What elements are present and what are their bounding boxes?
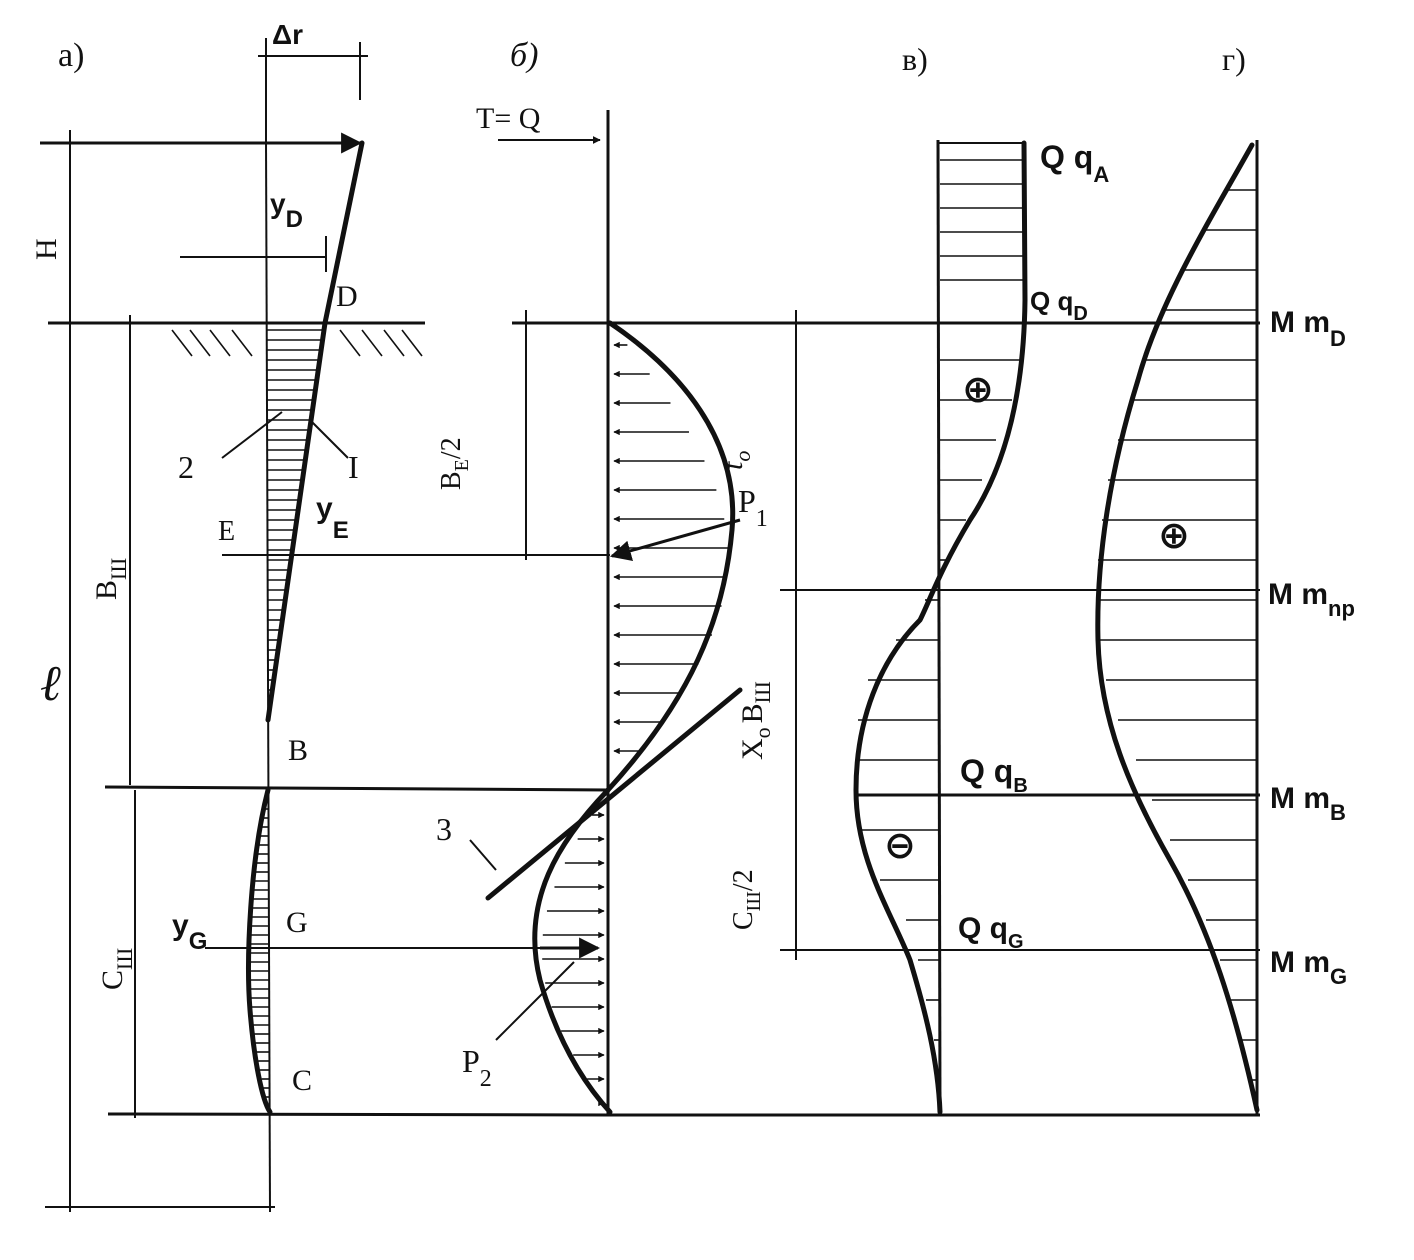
label-1: I xyxy=(348,449,359,485)
P1-label: P1 xyxy=(738,483,768,532)
panel-v-label: в) xyxy=(902,41,928,77)
moment-hatch xyxy=(1098,189,1257,1081)
T-eq-Q-label: T= Q xyxy=(476,102,541,135)
panel-b: б) T= Q BE/2 P1 3 P2 to XoBШ CШ/2 xyxy=(436,37,1260,1115)
H-label: H xyxy=(30,238,63,260)
deflection-line-lower xyxy=(246,787,273,1115)
leader-P2 xyxy=(495,961,575,1041)
shear-minus-sign: ⊖ xyxy=(884,825,916,867)
E-label: E xyxy=(218,516,235,547)
panel-a-label: а) xyxy=(58,37,84,74)
panel-a: а) Δr H yD D 2 I E xyxy=(30,19,611,1213)
shear-plus-sign: ⊕ xyxy=(962,369,994,411)
delta-r-label: Δr xyxy=(272,19,303,50)
MmB-label: M mB xyxy=(1270,782,1346,825)
pressure-curve-upper xyxy=(605,320,736,793)
C-label: C xyxy=(292,1064,312,1097)
yE-label: yE xyxy=(316,492,349,544)
shear-axis xyxy=(936,139,942,1116)
label-3: 3 xyxy=(436,811,452,847)
moment-curve xyxy=(1095,142,1260,1113)
Bsh-label: BШ xyxy=(90,558,131,600)
deflection-hatch-lower xyxy=(248,799,269,1107)
ground-hatch xyxy=(171,329,423,357)
panel-b-label: б) xyxy=(510,37,538,74)
Mmnp-label: M mnp xyxy=(1268,578,1355,621)
MmD-label: M mD xyxy=(1270,306,1346,351)
t0-label: to xyxy=(716,451,755,470)
B-level-line xyxy=(104,785,611,792)
leader-2 xyxy=(221,411,283,459)
QqG-label: Q qG xyxy=(958,912,1024,953)
Csh-label: CШ xyxy=(96,948,137,990)
P2-label: P2 xyxy=(462,1043,492,1092)
line-3 xyxy=(485,687,743,901)
pressure-curve-lower xyxy=(532,787,613,1115)
QqB-label: Q qB xyxy=(960,753,1028,797)
G-label: G xyxy=(286,906,308,939)
P1-resultant xyxy=(609,518,741,561)
deflection-hatch-upper xyxy=(266,329,324,701)
leader-1 xyxy=(309,419,349,459)
QqA-label: Q qA xyxy=(1040,139,1109,187)
pressure-arrows-lower xyxy=(542,811,605,1107)
shear-hatch xyxy=(856,159,1024,1081)
panel-g: г) M mD ⊕ M mnp M mB M mG xyxy=(1095,41,1355,1115)
moment-plus-sign: ⊕ xyxy=(1158,515,1190,557)
pressure-arrows-upper xyxy=(613,341,728,755)
MmG-label: M mG xyxy=(1270,946,1347,989)
label-2: 2 xyxy=(178,449,194,485)
B-label: B xyxy=(288,734,308,767)
panel-g-label: г) xyxy=(1222,41,1246,77)
D-label: D xyxy=(336,280,358,313)
leader-3 xyxy=(469,839,497,871)
C-half-label: CШ/2 xyxy=(728,869,765,930)
C-level-line xyxy=(107,1112,611,1117)
QqD-label: Q qD xyxy=(1030,286,1088,325)
BE-half-label: BE/2 xyxy=(436,437,473,490)
deflection-line-upper xyxy=(265,140,365,723)
panel-v: в) Q qA Q qD ⊕ Q qB ⊖ Q qG xyxy=(610,41,1260,1117)
yG-label: yG xyxy=(172,909,207,955)
shear-curve xyxy=(853,140,1028,1115)
pile-axis xyxy=(265,139,271,1213)
yD-label: yD xyxy=(270,188,303,233)
l-label: ℓ xyxy=(40,655,61,711)
x0Bsh-label: XoBШ xyxy=(736,681,775,760)
